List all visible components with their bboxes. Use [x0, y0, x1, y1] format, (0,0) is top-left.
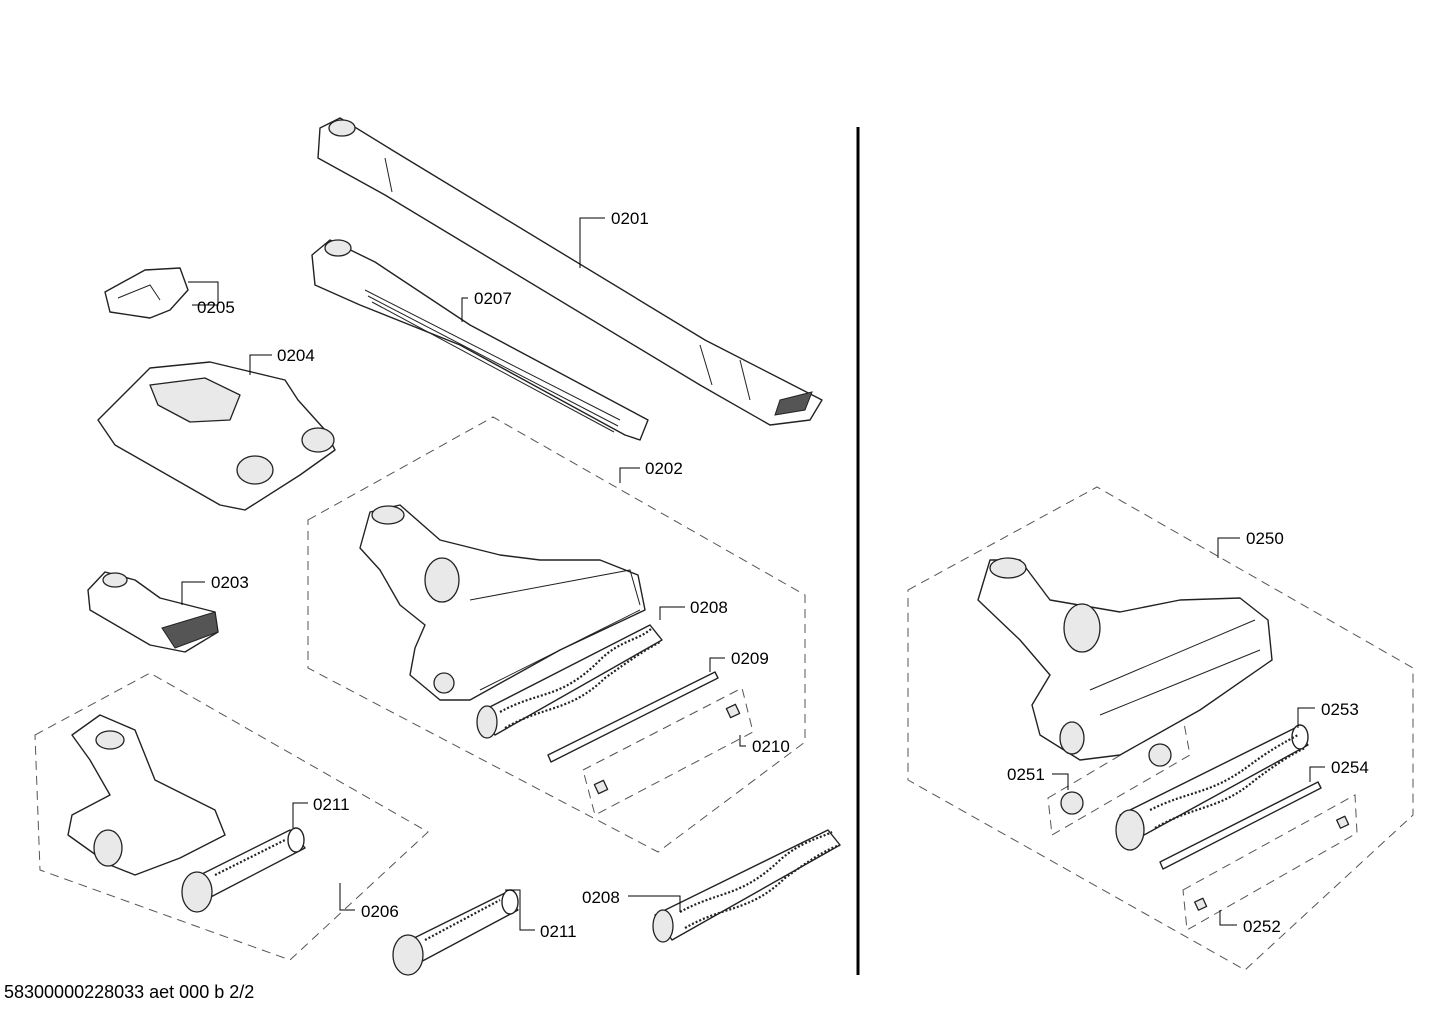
- label-0201: 0201: [611, 209, 649, 228]
- label-0205: 0205: [197, 298, 235, 317]
- label-0211-bottom: 0211: [540, 922, 577, 941]
- label-0207: 0207: [474, 289, 512, 308]
- label-0203: 0203: [211, 573, 249, 592]
- label-0206: 0206: [361, 902, 399, 921]
- part-0203-brush-nozzle: [87, 571, 219, 653]
- part-0211-brushroll-a: [181, 827, 306, 913]
- part-0208-brushroll-a: [476, 624, 663, 739]
- part-0250-floor-head: [977, 557, 1273, 761]
- part-0204-holder: [97, 361, 336, 511]
- group-0251-outline: [1047, 717, 1191, 836]
- part-0251-wheels: [1060, 743, 1172, 815]
- part-0211-brushroll-b: [392, 889, 519, 976]
- part-0210-bearings: [593, 703, 741, 795]
- part-0202-floor-head: [359, 504, 646, 701]
- group-0252-outline: [1182, 794, 1358, 931]
- label-0208-bottom: 0208: [582, 888, 620, 907]
- label-0204: 0204: [277, 346, 315, 365]
- label-0209: 0209: [731, 649, 769, 668]
- label-0250: 0250: [1246, 529, 1284, 548]
- label-0253: 0253: [1321, 700, 1359, 719]
- part-0208-brushroll-b: [652, 829, 841, 943]
- part-0209-strip: [547, 671, 719, 763]
- part-0252-bearings: [1194, 815, 1350, 911]
- label-0210: 0210: [752, 737, 790, 756]
- drawing-number: 58300000228033 aet 000 b 2/2: [4, 982, 254, 1002]
- group-0206-outline: [34, 672, 429, 961]
- label-0252: 0252: [1243, 917, 1281, 936]
- part-0206-turbo-brush: [67, 714, 226, 876]
- label-0254: 0254: [1331, 758, 1369, 777]
- part-0253-brushroll: [1115, 724, 1309, 851]
- group-0250-outline: [907, 486, 1414, 971]
- label-0208-top: 0208: [690, 598, 728, 617]
- part-0201-extension-tube: [317, 117, 823, 426]
- label-0202: 0202: [645, 459, 683, 478]
- group-0210-outline: [582, 687, 754, 816]
- label-0211-top: 0211: [313, 795, 350, 814]
- part-0205-clip: [104, 267, 189, 319]
- part-0207-crevice-tube: [311, 239, 649, 441]
- group-0202-outline: [307, 416, 806, 853]
- part-0254-strip: [1159, 781, 1322, 870]
- leader-lines: [181, 217, 1325, 931]
- label-0251: 0251: [1007, 765, 1045, 784]
